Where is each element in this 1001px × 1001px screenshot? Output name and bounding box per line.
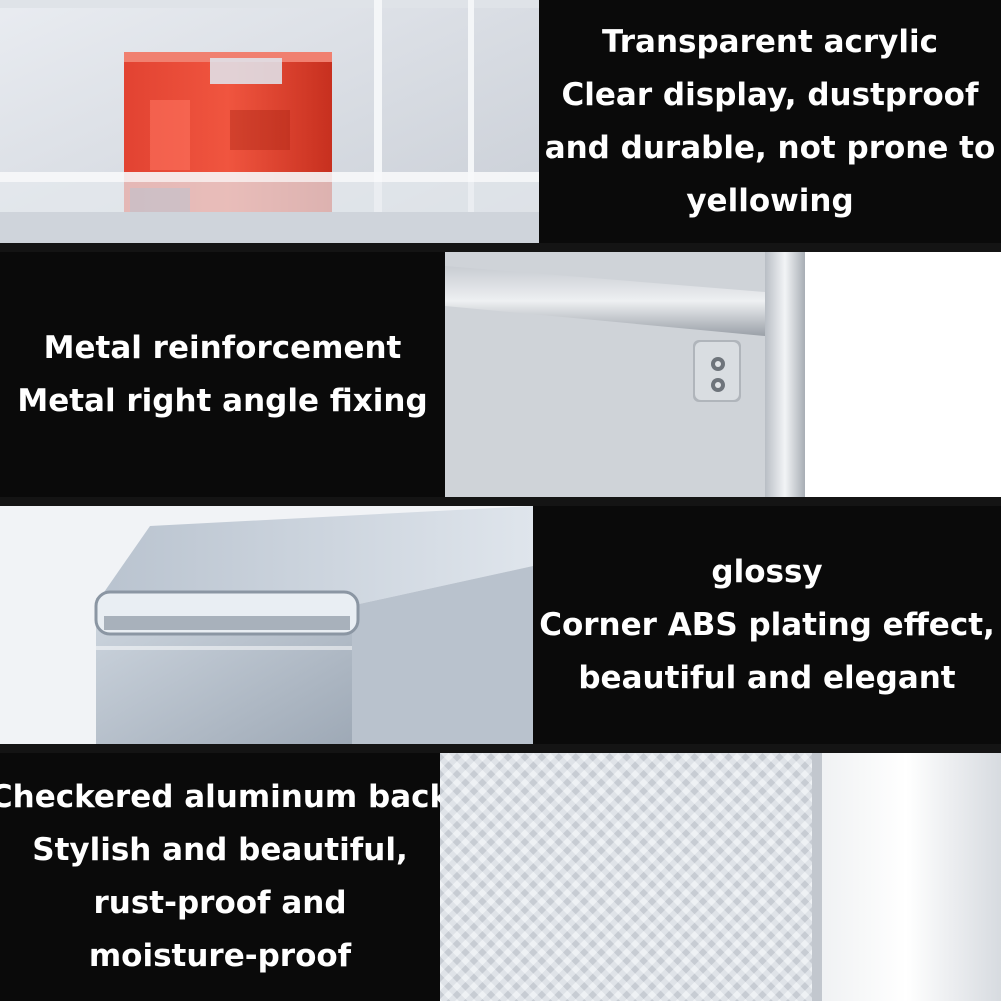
acrylic-title: Transparent acrylic (602, 23, 938, 60)
abs-line-3: beautiful and elegant (578, 659, 956, 696)
metal-title: Metal reinforcement (43, 329, 402, 366)
abs-description: glossy Corner ABS plating effect, beauti… (533, 506, 1001, 744)
metal-description: Metal reinforcement Metal right angle fi… (0, 252, 445, 497)
acrylic-description: Transparent acrylic Clear display, dustp… (539, 0, 1001, 243)
abs-line-2: Corner ABS plating effect, (539, 606, 995, 643)
divider (0, 243, 1001, 252)
abs-corner-photo (0, 506, 533, 744)
abs-title: glossy (711, 553, 823, 590)
acrylic-shelf-photo (0, 0, 539, 243)
aluminum-line-3: rust-proof and (93, 885, 347, 921)
acrylic-line-2: Clear display, dustproof (561, 76, 979, 113)
abs-corner-illustration (0, 506, 533, 744)
divider (0, 744, 1001, 753)
acrylic-line-4: yellowing (686, 182, 854, 219)
metal-line-2: Metal right angle fixing (17, 382, 428, 419)
acrylic-shelf-illustration (0, 0, 539, 243)
abs-cap (94, 590, 360, 636)
aluminum-line-2: Stylish and beautiful, (32, 832, 408, 868)
acrylic-line-3: and durable, not prone to (544, 129, 996, 166)
checkered-aluminum-photo (440, 753, 1001, 1001)
divider (0, 497, 1001, 506)
aluminum-title: Checkered aluminum back (0, 779, 451, 815)
aluminum-line-4: moisture-proof (88, 938, 352, 974)
bracket (693, 340, 741, 402)
metal-bracket-illustration (445, 252, 1001, 497)
metal-bracket-photo (445, 252, 1001, 497)
checkered-aluminum-illustration (440, 753, 1001, 1001)
aluminum-description: Checkered aluminum back Stylish and beau… (0, 753, 450, 1001)
